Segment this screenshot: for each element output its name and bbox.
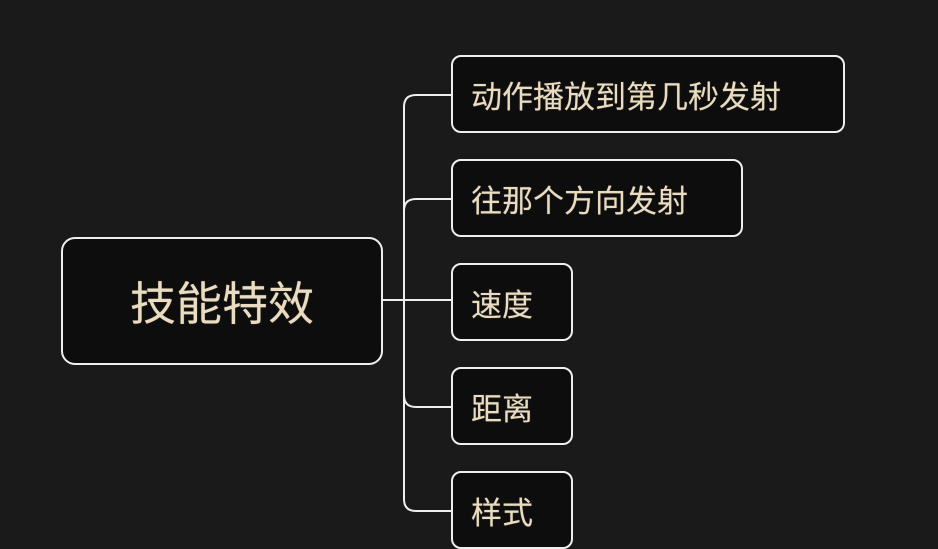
root-node-label: 技能特效 bbox=[130, 277, 314, 331]
child-node-style: 样式 bbox=[451, 471, 573, 549]
connector-c4 bbox=[403, 300, 451, 512]
child-node-distance: 距离 bbox=[451, 367, 573, 445]
child-node-fire-time: 动作播放到第几秒发射 bbox=[451, 55, 845, 133]
root-node: 技能特效 bbox=[61, 237, 383, 365]
connector-lines bbox=[383, 94, 451, 512]
child-node-speed: 速度 bbox=[451, 263, 573, 341]
child-node-label: 速度 bbox=[471, 287, 533, 324]
child-node-label: 样式 bbox=[471, 495, 533, 532]
connector-c0 bbox=[403, 94, 451, 300]
connector-c3 bbox=[403, 300, 451, 408]
child-node-label: 动作播放到第几秒发射 bbox=[471, 79, 781, 116]
child-node-label: 往那个方向发射 bbox=[471, 183, 688, 220]
child-node-direction: 往那个方向发射 bbox=[451, 159, 743, 237]
connector-c1 bbox=[403, 198, 451, 300]
child-node-label: 距离 bbox=[471, 391, 533, 428]
mind-map: 技能特效 动作播放到第几秒发射 往那个方向发射 速度 距离 样式 bbox=[61, 55, 845, 549]
